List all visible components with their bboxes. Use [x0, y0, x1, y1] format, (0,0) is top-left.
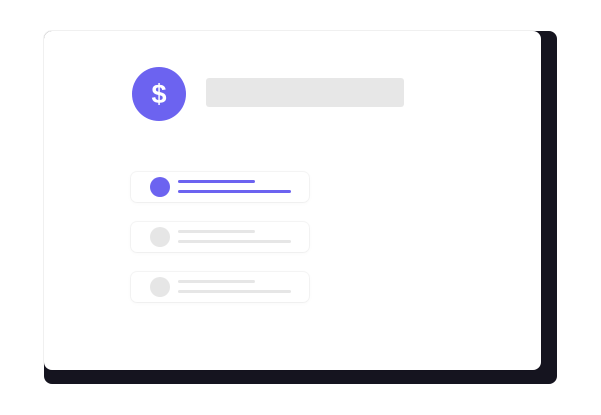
radio-dot	[150, 277, 170, 297]
dollar-icon: $	[151, 79, 166, 109]
text-line-long	[178, 190, 291, 193]
text-line-long	[178, 240, 291, 243]
list-item[interactable]	[131, 222, 309, 252]
text-line-long	[178, 290, 291, 293]
text-line-short	[178, 280, 255, 283]
card: $	[44, 31, 541, 370]
radio-dot	[150, 227, 170, 247]
title-placeholder	[206, 78, 404, 107]
text-line-short	[178, 230, 255, 233]
list-item[interactable]	[131, 272, 309, 302]
radio-dot	[150, 177, 170, 197]
dollar-avatar: $	[132, 67, 186, 121]
dollar-glyph: $	[151, 79, 166, 109]
text-line-short	[178, 180, 255, 183]
list-item[interactable]	[131, 172, 309, 202]
